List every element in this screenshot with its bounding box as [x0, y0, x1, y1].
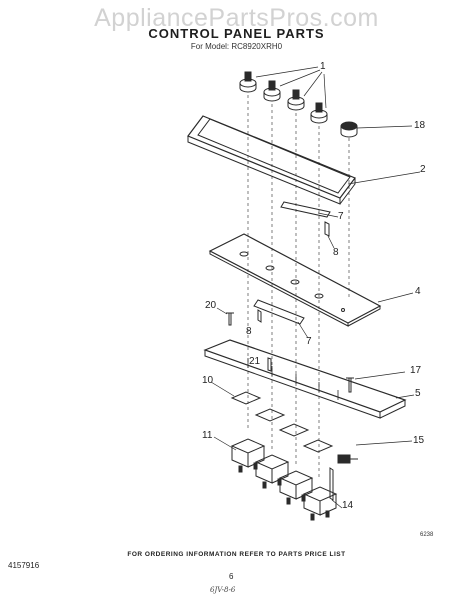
screw-17 [346, 371, 406, 393]
infinite-switch-2 [254, 454, 290, 489]
clip-7-lower [253, 299, 309, 339]
panel-trim-frame [187, 115, 421, 205]
callout-screw-20: 20 [205, 300, 217, 311]
diagram-title: CONTROL PANEL PARTS [148, 26, 325, 41]
infinite-switch-1 [230, 438, 266, 473]
callout-screw-upper: 8 [333, 247, 339, 258]
callout-cap: 18 [414, 120, 426, 131]
callout-indicator-light: 15 [413, 435, 425, 446]
cap-18 [340, 121, 413, 300]
callout-screw-lower: 8 [246, 326, 252, 337]
insulator-pads [210, 381, 334, 453]
callout-insulator: 10 [202, 375, 214, 386]
callout-knob: 1 [320, 61, 326, 72]
ordering-note: FOR ORDERING INFORMATION REFER TO PARTS … [127, 551, 346, 558]
knob-3 [287, 89, 305, 111]
illustration-code: 6238 [420, 532, 434, 538]
handwritten-mark: 6JV-8-6 [210, 586, 236, 594]
harness-14 [329, 467, 343, 509]
page-number: 6 [229, 572, 234, 581]
infinite-switch-3 [278, 470, 314, 505]
callout-screw-21: 21 [249, 356, 261, 367]
screw-21 [267, 357, 272, 372]
callout-trim-frame: 2 [420, 164, 426, 175]
clip-7-upper [280, 201, 339, 218]
model-number: For Model: RC8920XRH0 [190, 42, 283, 51]
infinite-switch-4 [302, 486, 338, 521]
part-number: 4157916 [8, 561, 40, 570]
mounting-bracket [203, 339, 415, 419]
callout-clip-upper: 7 [338, 211, 344, 222]
screw-20 [216, 307, 234, 326]
control-panel-plate [208, 233, 414, 327]
callout-control-panel: 4 [415, 286, 421, 297]
screw-8-lower [257, 309, 262, 323]
knob-1 [239, 71, 257, 93]
knob-4 [310, 102, 328, 124]
indicator-light-15 [337, 440, 413, 464]
callout-clip-lower: 7 [306, 336, 312, 347]
callout-harness: 14 [342, 500, 354, 511]
screw-8-upper [324, 221, 335, 249]
callout-switch: 11 [202, 430, 213, 441]
callout-screw-17: 17 [410, 365, 422, 376]
knob-2 [263, 80, 281, 102]
callout-bracket: 5 [415, 388, 421, 399]
watermark: AppliancePartsPros.com [94, 4, 379, 32]
